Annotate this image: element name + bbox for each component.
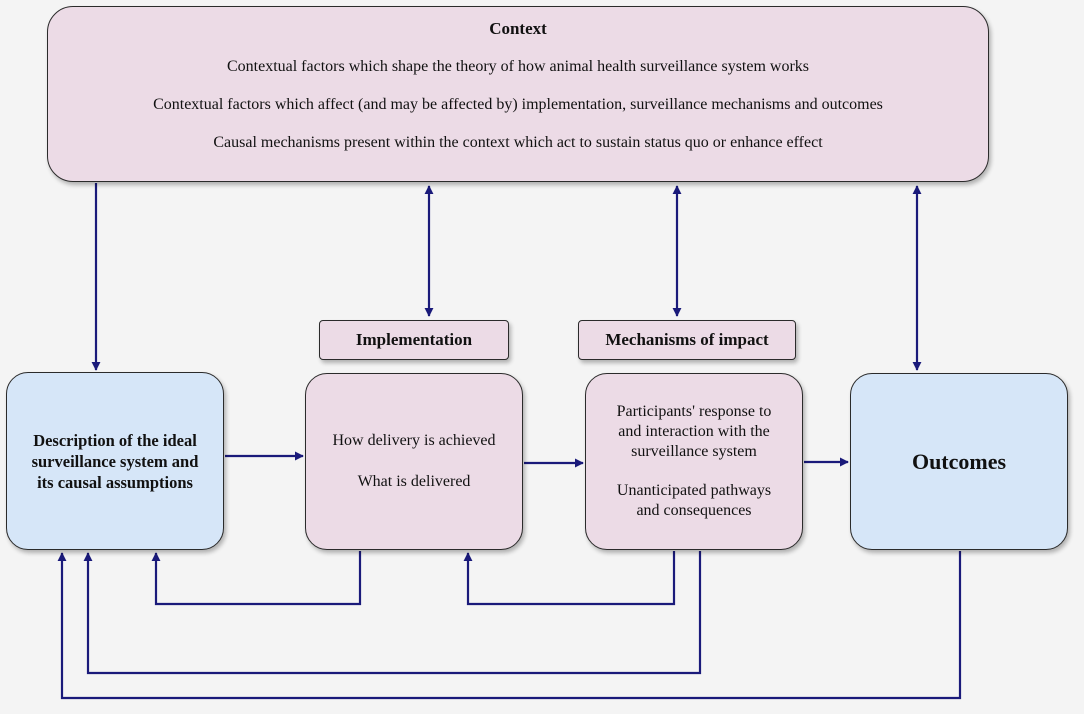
mechanisms-item-1: Participants' response to and interactio… — [617, 402, 772, 462]
mechanisms-box: Participants' response to and interactio… — [585, 373, 803, 550]
context-title: Context — [489, 19, 547, 38]
context-line-2: Contextual factors which affect (and may… — [153, 96, 883, 113]
context-box: Context Contextual factors which shape t… — [47, 6, 989, 182]
feedback-mechanisms-to-description — [83, 551, 702, 675]
feedback-outcomes-to-description — [57, 551, 962, 700]
description-line-1: Description of the ideal — [33, 430, 197, 450]
context-line-1: Contextual factors which shape the theor… — [226, 58, 810, 75]
mechanisms-item-1-line-2: and interaction with the — [618, 423, 770, 440]
outcomes-label: Outcomes — [911, 448, 1007, 474]
implementation-item-1: How delivery is achieved — [332, 432, 496, 449]
implementation-item-2: What is delivered — [357, 473, 471, 490]
feedback-implementation-to-description — [151, 551, 362, 606]
mechanisms-label: Mechanisms of impact — [578, 320, 796, 360]
mechanisms-item-2-line-2: and consequences — [636, 502, 752, 519]
implementation-box: How delivery is achieved What is deliver… — [305, 373, 523, 550]
mechanisms-item-2-line-1: Unanticipated pathways — [616, 482, 772, 499]
outcomes-box: Outcomes — [850, 373, 1068, 550]
mechanisms-item-1-line-3: surveillance system — [631, 443, 757, 460]
feedback-mechanisms-self — [463, 551, 676, 606]
description-box: Description of the ideal surveillance sy… — [6, 372, 224, 550]
description-line-2: surveillance system and — [31, 451, 199, 471]
mechanisms-item-2: Unanticipated pathways and consequences — [617, 481, 771, 521]
context-line-3: Causal mechanisms present within the con… — [213, 134, 823, 151]
mechanisms-item-1-line-1: Participants' response to — [616, 403, 772, 420]
description-line-3: its causal assumptions — [37, 472, 193, 492]
implementation-label: Implementation — [319, 320, 509, 360]
